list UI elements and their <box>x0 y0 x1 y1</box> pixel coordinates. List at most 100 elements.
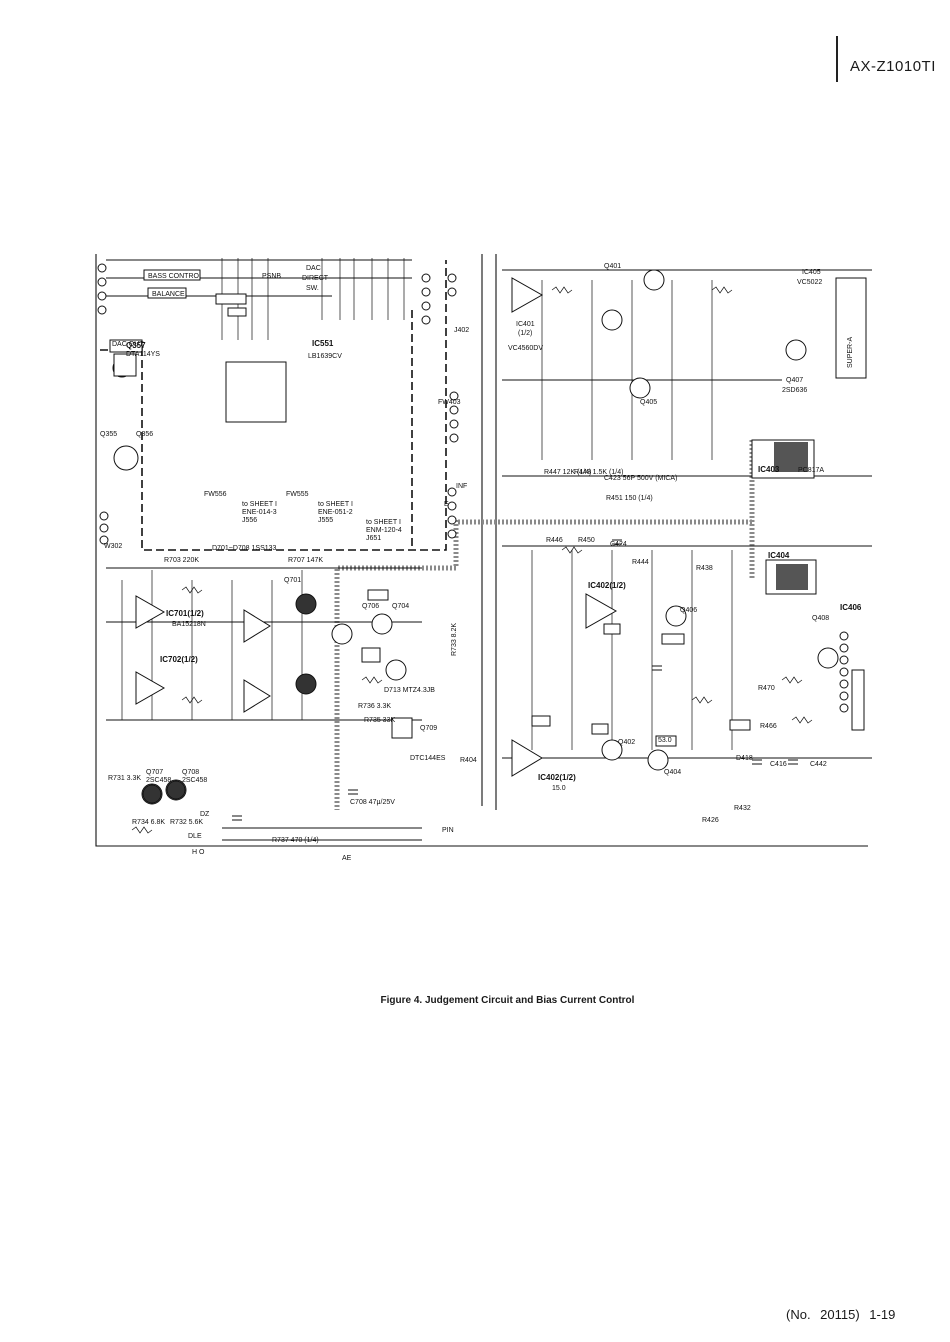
transistors <box>112 269 839 805</box>
q706-label: Q706 <box>362 603 379 610</box>
schematic-diagram: IC405 VC5022 SUPER-A IC401 (1/2) VC4560D… <box>92 250 874 862</box>
sheet-1a-jack: J556 <box>242 517 257 524</box>
voltage-15: 15.0 <box>552 785 566 792</box>
connector-fw403 <box>449 391 459 443</box>
dz-signal: DZ <box>200 811 210 818</box>
resistors <box>131 286 813 834</box>
q708-part: 2SC458 <box>182 777 207 784</box>
q407-label: Q407 <box>786 377 803 384</box>
pin-signal: PIN <box>442 827 454 834</box>
ic406-label: IC406 <box>840 603 862 612</box>
ic551-part: LB1639CV <box>308 353 342 360</box>
capacitors <box>232 539 798 821</box>
ic702-opamp <box>135 671 166 705</box>
r444-label: R444 <box>632 559 649 566</box>
r432-label: R432 <box>734 805 751 812</box>
q402-label: Q402 <box>618 739 635 746</box>
super-a-label: SUPER-A <box>847 337 854 368</box>
q707-label: Q707 <box>146 769 163 776</box>
ic401-half: (1/2) <box>518 330 532 337</box>
r737-label: R737 470 (1/4) <box>272 837 319 844</box>
upper-right-wires <box>541 280 713 460</box>
r707-label: R707 147K <box>288 557 323 564</box>
ic405-label: IC405 <box>802 269 821 276</box>
d418-label: D418 <box>736 755 753 762</box>
left-ladder-wires <box>121 570 303 720</box>
connector-right-edge <box>839 631 849 713</box>
dle-signal: DLE <box>188 833 202 840</box>
connector-top-left <box>97 263 107 315</box>
c442-label: C442 <box>810 761 827 768</box>
schematic-border-wire <box>95 254 868 847</box>
q701-label: Q701 <box>284 577 301 584</box>
dac-out-label: DAC OUT <box>112 341 144 348</box>
sheet-1b-jack: J555 <box>318 517 333 524</box>
q707-part: 2SC458 <box>146 777 171 784</box>
q357-part: DTA114YS <box>126 351 160 358</box>
q405-label: Q405 <box>640 399 657 406</box>
psnb-label: PSNB <box>262 273 281 280</box>
model-number: AX-Z1010TI <box>850 58 936 75</box>
r733-label: R733 8.2K <box>451 623 458 656</box>
ic403-part: PC817A <box>798 467 824 474</box>
w302-label: W302 <box>104 543 122 550</box>
q404-label: Q404 <box>664 769 681 776</box>
d713-label: D713 MTZ4.3JB <box>384 687 435 694</box>
header-rule <box>836 36 838 82</box>
right-ladder-wires <box>531 550 733 750</box>
c416-label: C416 <box>770 761 787 768</box>
page-footer: (No. 20115) 1-19 <box>786 1307 896 1322</box>
r448-label: R448 1.5K (1/4) <box>574 469 623 476</box>
ic702-b-opamp <box>243 679 271 713</box>
ic401-label: IC401 <box>516 321 535 328</box>
q355-label: Q355 <box>100 431 117 438</box>
fw556-label: FW556 <box>204 491 227 498</box>
q356-label: Q356 <box>136 431 153 438</box>
sheet-1b-part: ENE-051-2 <box>318 509 353 516</box>
q408-label: Q408 <box>812 615 829 622</box>
ic402-upper-label: IC402(1/2) <box>588 581 626 590</box>
r446-label: R446 <box>546 537 563 544</box>
figure-caption: Figure 4. Judgement Circuit and Bias Cur… <box>380 995 635 1006</box>
connector-j402 <box>421 273 457 325</box>
ic701-label: IC701(1/2) <box>166 609 204 618</box>
r736-label: R736 3.3K <box>358 703 391 710</box>
fw403-label: FW403 <box>438 399 461 406</box>
r735-label: R735 33K <box>364 717 395 724</box>
ic402-upper-opamp <box>585 593 618 629</box>
sw-label: SW. <box>306 285 319 292</box>
ic404-label: IC404 <box>768 551 790 560</box>
d701-note: D701~D708 1SS133 <box>212 545 277 552</box>
q406-label: Q406 <box>680 607 697 614</box>
ic403-label: IC403 <box>758 465 780 474</box>
shaded-route-left <box>334 520 459 810</box>
sheet-1c: to SHEET I <box>366 519 401 526</box>
r404-label: R404 <box>460 757 477 764</box>
q704-label: Q704 <box>392 603 409 610</box>
q708-label: Q708 <box>182 769 199 776</box>
ic402-lower-opamp <box>511 739 543 777</box>
r734-label: R734 6.8K <box>132 819 165 826</box>
ic701-part: BA15218N <box>172 621 206 628</box>
r438-label: R438 <box>696 565 713 572</box>
ic401-opamp <box>511 277 544 313</box>
ic401-part: VC4560DV <box>508 345 543 352</box>
dac-label: DAC <box>306 265 321 272</box>
q401-label: Q401 <box>604 263 621 270</box>
component-boxes <box>109 269 865 747</box>
dark-transistors <box>142 593 317 804</box>
sheet-1a-part: ENE-014-3 <box>242 509 277 516</box>
inf-signal: INF <box>456 483 467 490</box>
sheet-1b: to SHEET I <box>318 501 353 508</box>
c423-label: C423 56P 500V (MICA) <box>604 475 677 482</box>
c424-label: C424 <box>610 541 627 548</box>
direct-label: DIRECT <box>302 275 329 282</box>
ic701-opamp <box>135 595 166 629</box>
j402-label: J402 <box>454 327 469 334</box>
q407-part: 2SD636 <box>782 387 807 394</box>
ic551-label: IC551 <box>312 339 334 348</box>
c708-label: C708 47μ/25V <box>350 799 395 806</box>
fw555-label: FW555 <box>286 491 309 498</box>
ic702-label: IC702(1/2) <box>160 655 198 664</box>
r466-label: R466 <box>760 723 777 730</box>
